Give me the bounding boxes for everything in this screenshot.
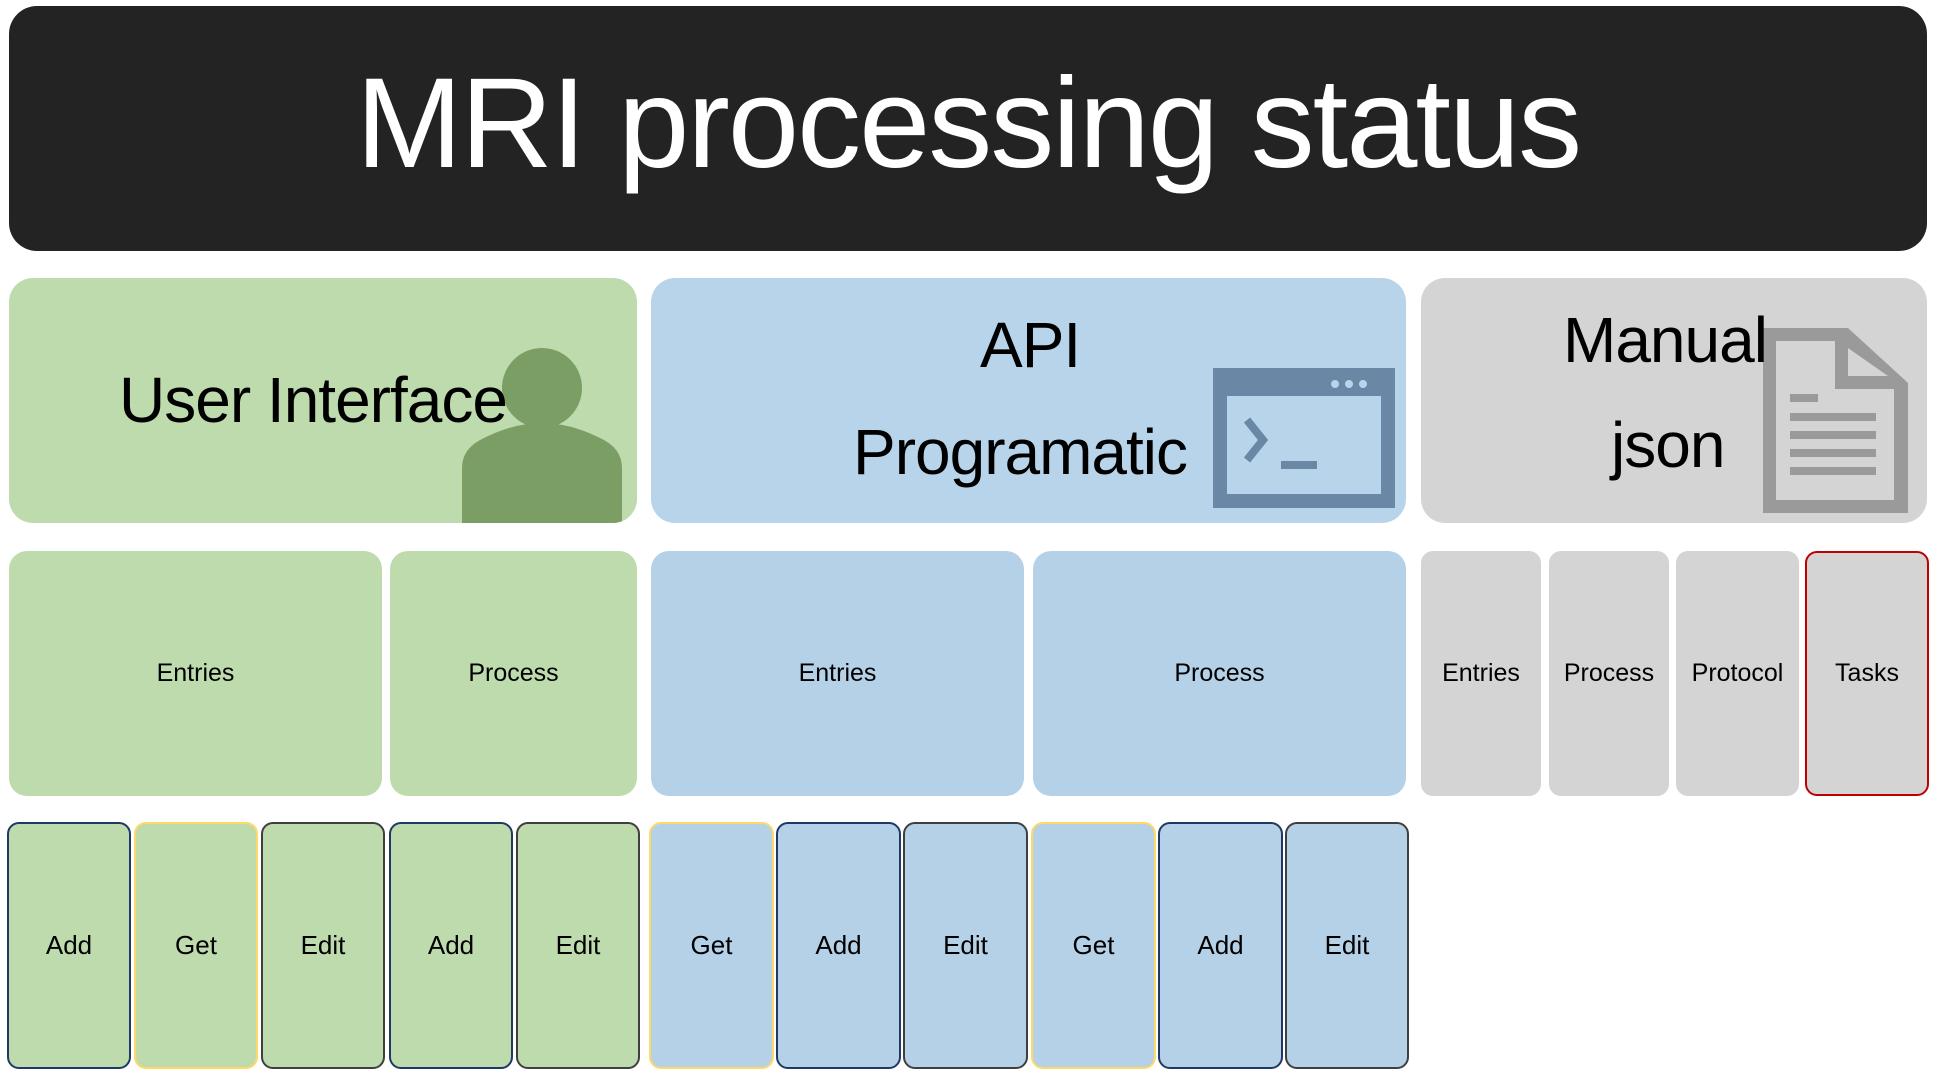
action-ui-process-edit[interactable]: Edit: [516, 822, 640, 1069]
action-label: Get: [1072, 930, 1115, 960]
action-api-process-get[interactable]: Get: [1031, 822, 1156, 1069]
action-api-entries-add[interactable]: Add: [776, 822, 901, 1069]
section-label: Entries: [798, 659, 877, 687]
action-label: Edit: [1324, 930, 1370, 960]
section-label: Process: [468, 659, 559, 687]
action-ui-entries-get[interactable]: Get: [134, 822, 258, 1069]
section-label: Tasks: [1835, 659, 1899, 687]
action-label: Add: [45, 930, 93, 960]
category-manual[interactable]: Manual json: [1421, 278, 1927, 523]
action-label: Edit: [555, 930, 601, 960]
action-label: Get: [175, 930, 217, 960]
page-title: MRI processing status: [355, 52, 1582, 195]
action-label: Edit: [943, 930, 988, 960]
action-ui-process-add[interactable]: Add: [389, 822, 513, 1069]
category-user-interface[interactable]: User Interface: [9, 278, 637, 523]
section-api-entries[interactable]: Entries: [651, 551, 1024, 796]
section-api-process[interactable]: Process: [1033, 551, 1406, 796]
action-label: Get: [690, 930, 733, 960]
section-label: Entries: [156, 659, 235, 687]
section-manual-entries[interactable]: Entries: [1421, 551, 1541, 796]
section-label: Protocol: [1691, 659, 1784, 687]
section-ui-entries[interactable]: Entries: [9, 551, 382, 796]
user-icon: [462, 348, 622, 523]
section-ui-process[interactable]: Process: [390, 551, 637, 796]
action-label: Add: [427, 930, 475, 960]
action-api-process-edit[interactable]: Edit: [1285, 822, 1409, 1069]
section-manual-tasks[interactable]: Tasks: [1805, 551, 1929, 796]
section-manual-protocol[interactable]: Protocol: [1676, 551, 1799, 796]
action-label: Edit: [300, 930, 346, 960]
action-ui-entries-edit[interactable]: Edit: [261, 822, 385, 1069]
action-label: Add: [1197, 930, 1244, 960]
section-label: Process: [1563, 659, 1655, 687]
action-api-process-add[interactable]: Add: [1158, 822, 1283, 1069]
section-manual-process[interactable]: Process: [1549, 551, 1669, 796]
section-label: Process: [1174, 659, 1265, 687]
document-icon: [1763, 328, 1908, 513]
terminal-icon: [1213, 368, 1395, 508]
category-api[interactable]: API Programatic: [651, 278, 1406, 523]
action-ui-entries-add[interactable]: Add: [7, 822, 131, 1069]
action-api-entries-edit[interactable]: Edit: [903, 822, 1028, 1069]
section-label: Entries: [1442, 659, 1520, 687]
action-label: Add: [815, 930, 862, 960]
category-label: User Interface: [119, 364, 508, 436]
category-label-line1: Manual: [1563, 304, 1768, 376]
category-label-line1: API: [980, 309, 1081, 381]
header-banner: MRI processing status: [9, 6, 1927, 251]
category-label-line2: json: [1611, 409, 1725, 481]
action-api-entries-get[interactable]: Get: [649, 822, 774, 1069]
category-label-line2: Programatic: [853, 416, 1188, 488]
